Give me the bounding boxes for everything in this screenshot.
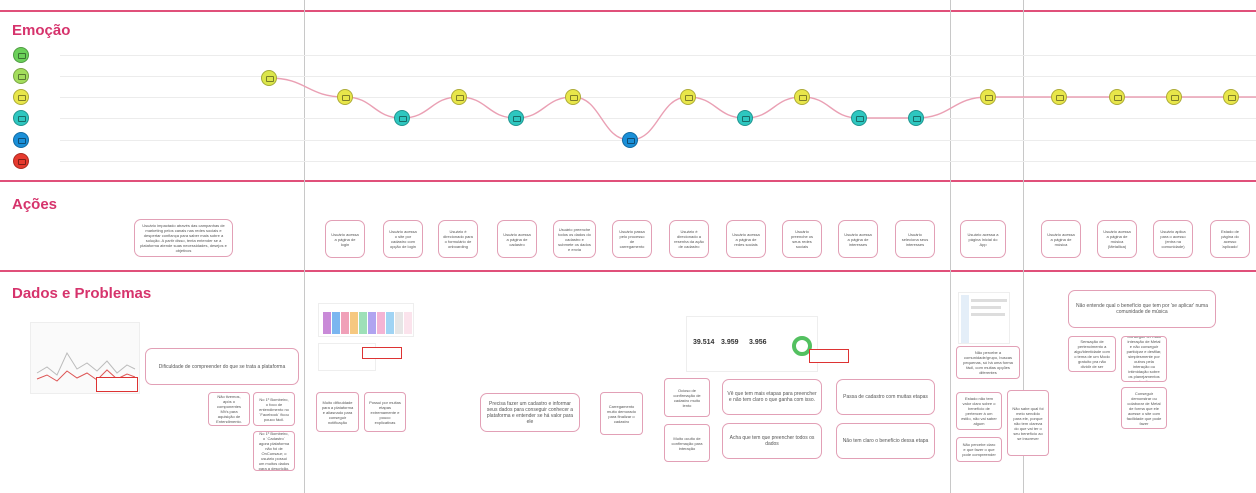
action-card-14: Usuário acessa a página de música: [1041, 220, 1081, 258]
emotion-point-13: [980, 89, 996, 105]
problem-card-loading: Carregamento muito demorado para finaliz…: [600, 392, 643, 435]
problem-card-steps: Possui por muitas etapas extremamente e …: [364, 392, 406, 432]
dashboard-thumbnail: 39.514 3.959 3.956: [686, 316, 818, 372]
problem-card-mvs: Não tivemos, após o componentes MVs para…: [208, 392, 250, 426]
emotion-point-5: [508, 110, 524, 126]
action-card-16: Usuário aplica para o acesso (entra na c…: [1153, 220, 1193, 258]
emotion-point-6: [565, 89, 581, 105]
action-card-8: Usuário é direcionado a resenha da ação …: [669, 220, 709, 258]
problem-card-more-steps: Vê que tem mais etapas para preencher e …: [722, 379, 822, 415]
app-card-benefit: Não sabe qual foi meio sendido para ele,…: [1007, 390, 1049, 456]
actions-divider: [0, 180, 1256, 182]
emotion-point-17: [1223, 89, 1239, 105]
right-title-card: Não entende qual o benefício que tem por…: [1068, 290, 1216, 328]
emotion-point-16: [1166, 89, 1182, 105]
problem-card-cadastro: No 1º Bombeiro, o ´Cadastro´ agora plata…: [253, 431, 295, 471]
action-card-7: Usuário passa pelo processo de carregame…: [612, 220, 652, 258]
data-divider: [0, 270, 1256, 272]
problem-card-fill-all: Acha que tem que preencher todos os dado…: [722, 423, 822, 459]
action-card-9: Usuário acessa a página de redes sociais: [726, 220, 766, 258]
data-section-title: Dados e Problemas: [12, 285, 151, 302]
emotion-point-11: [851, 110, 867, 126]
emotion-point-8: [680, 89, 696, 105]
emotion-point-15: [1109, 89, 1125, 105]
action-card-11: Usuário acessa a página de interesses: [838, 220, 878, 258]
app-card-understand: Não percebe claro e que fazer o que pode…: [956, 437, 1002, 462]
problem-card-unclear-benefit: Não tem claro o benefício dessa etapa: [836, 423, 935, 459]
bar-chart-icon: [319, 304, 414, 337]
problem-card-register-first: Precisa fazer um cadastro e informar seu…: [480, 393, 580, 432]
action-card-3: Usuário acessa o site por cadastro com o…: [383, 220, 423, 258]
right-card-belonging: Sensação de pertencimento a algo/identid…: [1068, 336, 1116, 372]
table-annotation: [362, 347, 402, 359]
app-card-value: Estado não tem valor claro sobre o benef…: [956, 392, 1002, 430]
emotion-point-2: [337, 89, 353, 105]
action-card-2: Usuário acessa a página de login: [325, 220, 365, 258]
emotion-point-14: [1051, 89, 1067, 105]
problem-card-notification: Muito dificuldade para a plataforma e al…: [316, 392, 359, 432]
action-card-5: Usuário acessa a página de cadastro: [497, 220, 537, 258]
action-card-10: Usuário preenche os seus redes sociais: [782, 220, 822, 258]
problem-card-many-steps: Passa de cadastro com muitas etapas: [836, 379, 935, 415]
problem-card-confirm-slow: Ocioso de confirmação de cadastro muito …: [664, 378, 710, 417]
chart-annotation: [96, 377, 138, 392]
problem-card-confirm-hidden: Muito oculto de confirmação para interaç…: [664, 424, 710, 462]
emotion-point-12: [908, 110, 924, 126]
emotion-point-10: [794, 89, 810, 105]
emotion-point-1: [261, 70, 277, 86]
emotion-point-9: [737, 110, 753, 126]
emotion-point-7: [622, 132, 638, 148]
action-card-12: Usuário seleciona seus interesses: [895, 220, 935, 258]
stat-1: 39.514: [693, 339, 714, 346]
action-card-17: Estado de página do acesso 'aplicado': [1210, 220, 1250, 258]
action-card-13: Usuário acessa a página Inicial do App: [960, 220, 1006, 258]
stat-2: 3.959: [721, 339, 739, 346]
stat-3: 3.956: [749, 339, 767, 346]
actions-section-title: Ações: [12, 196, 57, 213]
app-note-card: Não percebe a comunidade/grupo, buscas p…: [956, 346, 1020, 379]
emotion-point-4: [451, 89, 467, 105]
action-card-1: Usuário impactado através das campanhas …: [134, 219, 233, 257]
right-card-interaction: Conseguir ter mais interação de Metal e …: [1121, 336, 1167, 382]
action-card-15: Usuário acessa a página de música (Metal…: [1097, 220, 1137, 258]
right-card-demonstrate: Conseguir demonstrar ou colaborar de Met…: [1121, 387, 1167, 429]
emotion-point-3: [394, 110, 410, 126]
color-bars-thumbnail: [318, 303, 414, 337]
action-card-6: Usuário preenche todos os dados do cadas…: [553, 220, 596, 258]
dashboard-annotation: [809, 349, 849, 363]
emotion-curve: [0, 0, 1256, 180]
problem-card-facebook: No 1º Bombeiro, o foco de entendimento n…: [253, 392, 295, 426]
app-screenshot-thumbnail: [958, 292, 1010, 344]
action-card-4: Usuário é direcionado para o formulário …: [438, 220, 478, 258]
problem-card-understanding: Dificuldade de compreender do que se tra…: [145, 348, 299, 385]
